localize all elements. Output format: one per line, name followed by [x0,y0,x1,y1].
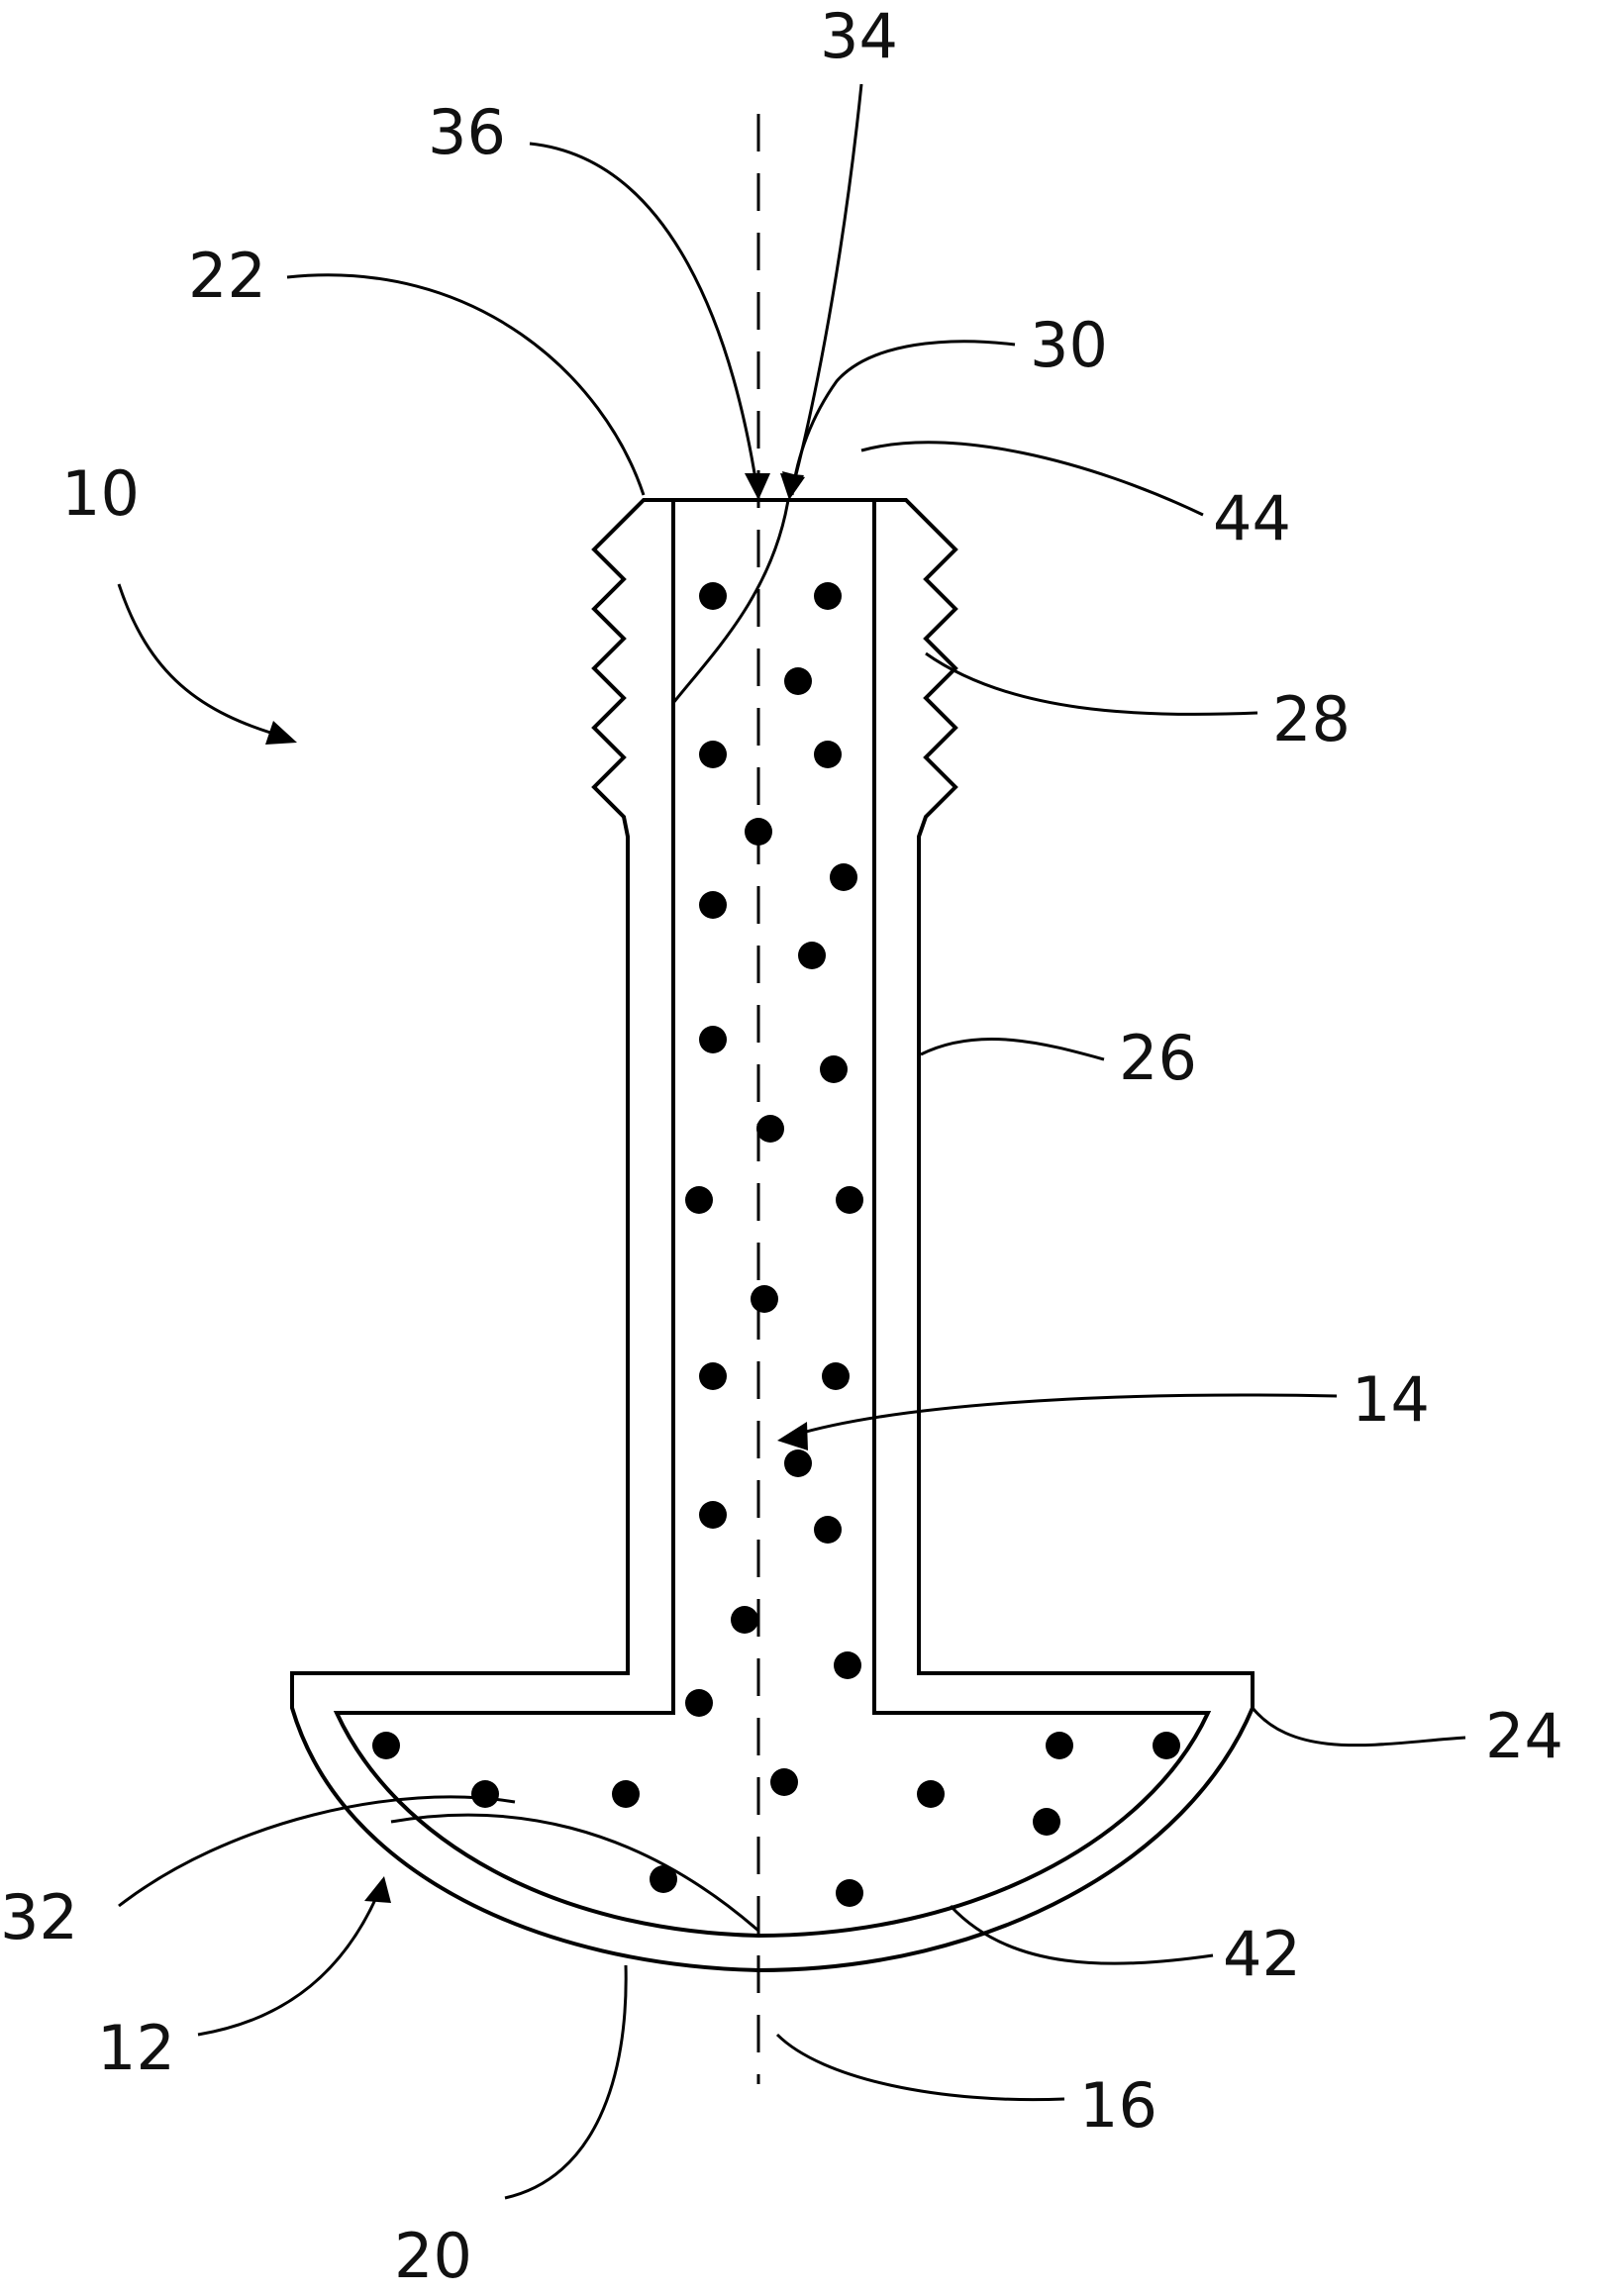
leader-line-10 [117,583,288,740]
particle-dot [784,1449,812,1477]
label-22: 22 [188,240,266,312]
label-34: 34 [820,0,898,72]
label-16: 16 [1079,2069,1157,2142]
leader-line-36 [529,142,758,486]
feature-curve-36 [671,499,790,704]
inner-cavity-outline [333,500,1212,1939]
arrowhead-34 [782,471,805,500]
label-36: 36 [428,96,506,168]
particle-dot [836,1186,863,1214]
arrowhead-14 [777,1422,808,1450]
particle-dot [699,582,727,610]
label-26: 26 [1119,1022,1197,1094]
particle-dot [814,582,842,610]
particle-dot [1153,1732,1180,1759]
leader-line-24 [1251,1707,1466,1747]
label-14: 14 [1352,1363,1430,1436]
leader-line-20 [504,1964,628,2200]
interface-curve [390,1813,759,1933]
leader-lines [117,83,1466,2200]
particle-dot [471,1780,499,1808]
particle-dot [814,741,842,768]
leader-line-32 [118,1795,516,1908]
label-28: 28 [1272,683,1351,755]
particle-dot [731,1606,758,1634]
particle-dot [820,1055,848,1083]
leader-line-28 [925,651,1258,716]
label-24: 24 [1485,1700,1563,1772]
particle-dot [650,1865,677,1893]
leader-line-34 [790,83,863,491]
particle-dot [372,1732,400,1759]
particle-dot [699,891,727,919]
arrowhead-10 [265,721,297,745]
particle-dot [699,741,727,768]
leader-line-26 [920,1037,1105,1061]
label-32: 32 [0,1881,78,1953]
particle-dot [830,863,857,891]
leader-line-44 [860,441,1204,517]
label-20: 20 [394,2220,472,2292]
particle-dot [784,667,812,695]
particle-dot [699,1362,727,1390]
particle-dot [836,1879,863,1907]
arrowhead-36 [745,473,770,500]
particle-dot [612,1780,640,1808]
particle-dot [770,1768,798,1796]
particle-dot [917,1780,945,1808]
particle-dot [685,1186,713,1214]
particle-dot [745,818,772,846]
particle-dot [699,1026,727,1053]
particle-dot [685,1689,713,1717]
particle-dot [834,1651,861,1679]
label-30: 30 [1030,309,1108,381]
leader-line-16 [775,2033,1065,2102]
particle-dot [798,942,826,969]
reference-numerals: 10 12 14 16 20 22 24 26 28 30 32 34 36 4… [0,0,1563,2292]
particle-dot [756,1115,784,1143]
particle-dot [751,1285,778,1313]
leader-line-42 [949,1904,1214,1965]
leader-line-12 [197,1885,383,2037]
label-44: 44 [1213,482,1291,554]
particle-dot [1033,1808,1060,1836]
label-10: 10 [61,457,140,530]
particle-dot [814,1516,842,1544]
label-42: 42 [1223,1918,1301,1990]
particle-group [372,582,1180,1907]
particle-dot [699,1501,727,1529]
leader-line-22 [286,273,646,496]
particle-dot [822,1362,850,1390]
leader-line-14 [791,1393,1338,1438]
arrowhead-12 [364,1876,391,1903]
label-12: 12 [97,2012,175,2084]
particle-dot [1046,1732,1073,1759]
outer-body-outline [290,498,1255,1973]
leader-line-30 [790,340,1016,496]
